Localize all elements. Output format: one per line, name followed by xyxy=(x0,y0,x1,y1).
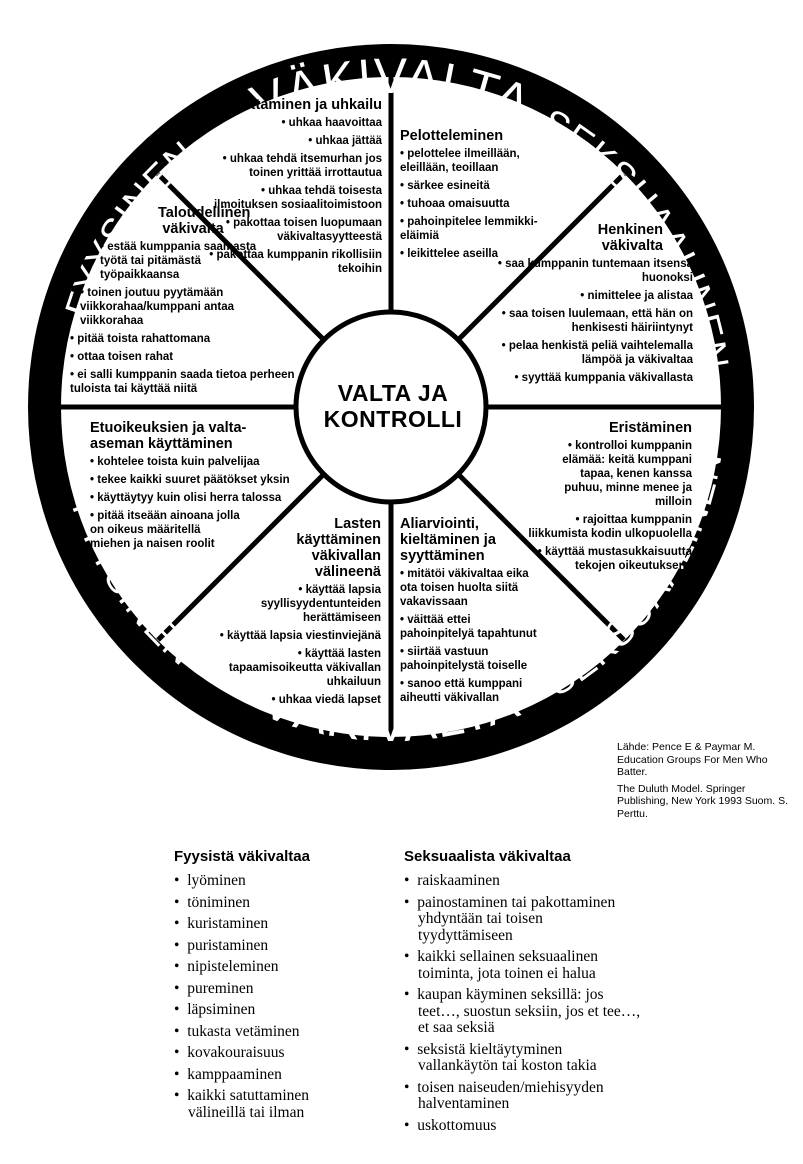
segment-item: mitätöi väkivaltaa eika ota toisen huolt… xyxy=(400,567,540,609)
segment-item: uhkaa jättää xyxy=(200,134,382,148)
segment-item: saa kumppanin tuntemaan itsensä huonoksi xyxy=(496,257,693,285)
segment-item: uhkaa tehdä itsemurhan jos toinen yrittä… xyxy=(200,152,382,180)
center-title: VALTA JA KONTROLLI xyxy=(323,380,463,432)
list-item: töniminen xyxy=(174,894,384,912)
segment-item: pahoinpitelee lemmikki-eläimiä xyxy=(400,215,538,243)
list-item: kamppaaminen xyxy=(174,1066,384,1084)
sexual-violence-list: Seksuaalista väkivaltaa raiskaaminen pai… xyxy=(404,848,649,1139)
segment-item: käyttää lasten tapaamisoikeutta väkivall… xyxy=(205,647,381,689)
segment-item: pelottelee ilmeillään, eleillään, teoill… xyxy=(400,147,538,175)
segment-item: siirtää vastuun pahoinpitelystä toiselle xyxy=(400,645,540,673)
segment-item: pitää toista rahattomana xyxy=(68,332,298,346)
list-title: Seksuaalista väkivaltaa xyxy=(404,848,571,865)
segment-title: Pelotteleminen xyxy=(400,128,504,144)
segment-title: Henkinen väkivalta xyxy=(597,222,663,254)
list-item: kaikki satuttaminen välineillä tai ilman xyxy=(174,1087,338,1121)
segment-title: Pakottaminen ja uhkailu xyxy=(216,97,382,113)
segment-title: Eristäminen xyxy=(609,420,692,436)
segment-item: saa toisen luulemaan, että hän on henkis… xyxy=(496,307,693,335)
list-item: kovakouraisuus xyxy=(174,1044,384,1062)
segment-item: sanoo että kumppani aiheutti väkivallan xyxy=(400,677,540,705)
segment-item: leikittelee aseilla xyxy=(400,247,538,261)
segment-aliarviointi: Aliarviointi, kieltäminen ja syyttäminen… xyxy=(400,516,540,709)
list-title: Fyysistä väkivaltaa xyxy=(174,848,310,865)
source-note: Lähde: Pence E & Paymar M. Education Gro… xyxy=(617,741,797,824)
list-item: raiskaaminen xyxy=(404,872,649,890)
segment-item: pelaa henkistä peliä vaihtelemalla lämpö… xyxy=(496,339,693,367)
list-item: kaupan käyminen seksillä: jos teet…, suo… xyxy=(404,986,648,1037)
segment-item: käyttäytyy kuin olisi herra talossa xyxy=(90,491,290,505)
list-item: kuristaminen xyxy=(174,915,384,933)
list-item: pureminen xyxy=(174,980,384,998)
list-item: uskottomuus xyxy=(404,1117,649,1135)
list-item: lyöminen xyxy=(174,872,384,890)
segment-pakottaminen: Pakottaminen ja uhkailu uhkaa haavoittaa… xyxy=(200,97,382,280)
list-item: nipisteleminen xyxy=(174,958,384,976)
physical-violence-list: Fyysistä väkivaltaa lyöminen töniminen k… xyxy=(174,848,384,1126)
segment-henkinen: Henkinen väkivalta saa kumppanin tuntema… xyxy=(496,222,693,389)
segment-item: kontrolloi kumppanin elämää: keitä kumpp… xyxy=(500,439,692,509)
segment-item: nimittelee ja alistaa xyxy=(496,289,693,303)
segment-item: estää kumppania saamasta työtä tai pitäm… xyxy=(68,240,298,282)
source-line: Lähde: Pence E & Paymar M. Education Gro… xyxy=(617,741,768,778)
segment-title: Aliarviointi, kieltäminen ja syyttäminen xyxy=(400,516,496,564)
segment-title: Lasten käyttäminen väkivallan välineenä xyxy=(296,516,381,580)
list-item: läpsiminen xyxy=(174,1001,384,1019)
segment-eristaminen: Eristäminen kontrolloi kumppanin elämää:… xyxy=(500,420,692,577)
segment-item: ottaa toisen rahat xyxy=(68,350,298,364)
segment-item: uhkaa viedä lapset xyxy=(205,693,381,707)
source-line: The Duluth Model. Springer Publishing, N… xyxy=(617,782,789,820)
wheel-center-circle xyxy=(293,309,489,505)
segment-pelotteleminen: Pelotteleminen pelottelee ilmeillään, el… xyxy=(400,128,538,265)
list-item: seksistä kieltäytyminen vallankäytön tai… xyxy=(404,1041,643,1075)
segment-item: tuhoaa omaisuutta xyxy=(400,197,538,211)
segment-taloudellinen: Taloudellinen väkivalta estää kumppania … xyxy=(68,205,298,400)
segment-etuoikeudet: Etuoikeuksien ja valta-aseman käyttämine… xyxy=(90,420,290,555)
segment-title: Etuoikeuksien ja valta-aseman käyttämine… xyxy=(90,420,247,452)
segment-item: särkee esineitä xyxy=(400,179,538,193)
segment-item: ei salli kumppanin saada tietoa perheen … xyxy=(68,368,298,396)
list-item: kaikki sellainen seksuaalinen toiminta, … xyxy=(404,948,643,982)
list-item: puristaminen xyxy=(174,937,384,955)
segment-item: pakottaa toisen luopumaan väkivaltasyytt… xyxy=(200,216,382,244)
segment-item: väittää ettei pahoinpitelyä tapahtunut xyxy=(400,613,540,641)
segment-item: rajoittaa kumppanin liikkumista kodin ul… xyxy=(500,513,692,541)
segment-item: käyttää mustasukkaisuutta tekojen oikeut… xyxy=(500,545,692,573)
list-item: tukasta vetäminen xyxy=(174,1023,384,1041)
segment-item: toinen joutuu pyytämään viikkorahaa/kump… xyxy=(68,286,298,328)
list-item: toisen naiseuden/miehisyyden halventamin… xyxy=(404,1079,649,1113)
segment-item: käyttää lapsia syyllisyydentunteiden her… xyxy=(205,583,381,625)
segment-item: uhkaa haavoittaa xyxy=(200,116,382,130)
segment-item: tekee kaikki suuret päätökset yksin xyxy=(90,473,290,487)
list-item: painostaminen tai pakottaminen yhdyntään… xyxy=(404,894,618,945)
segment-title: Taloudellinen väkivalta xyxy=(158,205,251,237)
segment-item: syyttää kumppania väkivallasta xyxy=(496,371,693,385)
segment-item: kohtelee toista kuin palvelijaa xyxy=(90,455,290,469)
segment-item: uhkaa tehdä toisesta ilmoituksen sosiaal… xyxy=(200,184,382,212)
segment-lapset: Lasten käyttäminen väkivallan välineenä … xyxy=(205,516,381,711)
segment-item: pitää itseään ainoana jolla on oikeus mä… xyxy=(90,509,290,551)
segment-item: käyttää lapsia viestinviejänä xyxy=(205,629,381,643)
